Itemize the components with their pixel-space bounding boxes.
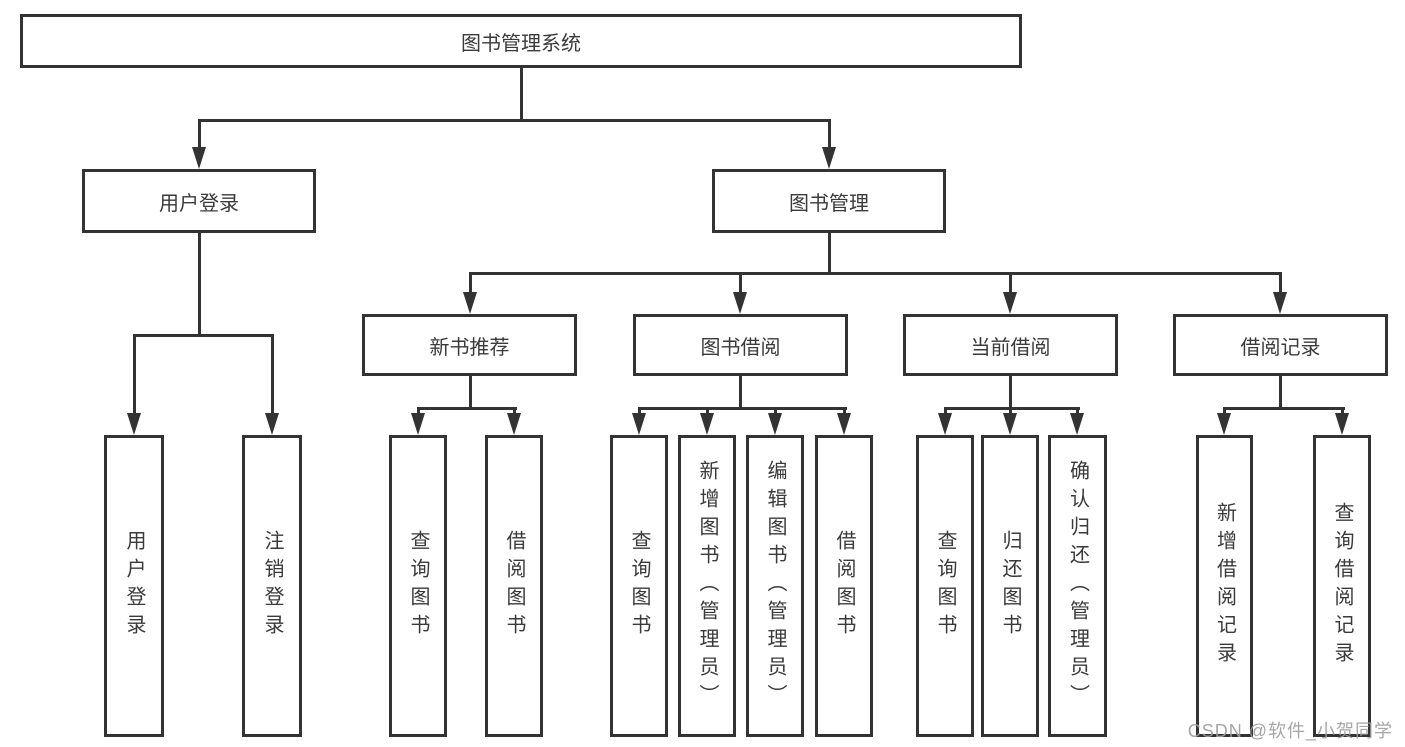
connector-hline: [944, 407, 1080, 410]
leaf-query-book-recommend: 查询图书: [389, 435, 447, 737]
leaf-user-login: 用户登录: [104, 435, 164, 737]
node-current-borrow-label: 当前借阅: [970, 336, 1051, 359]
connector-hline: [638, 407, 847, 410]
watermark: CSDN @软件_小贺同学: [1187, 721, 1393, 741]
leaf-borrow-book-recommend-label: 借阅图书: [503, 530, 525, 642]
connector-vline: [417, 407, 420, 417]
node-user-login-label: 用户登录: [159, 192, 239, 215]
arrow-down: [1003, 413, 1017, 435]
connector-vline: [198, 119, 201, 149]
node-current-borrow: 当前借阅: [903, 314, 1118, 376]
connector-vline: [828, 231, 831, 275]
connector-vline: [1009, 272, 1012, 296]
node-root: 图书管理系统: [20, 14, 1022, 68]
node-borrow-record: 借阅记录: [1173, 314, 1388, 376]
connector-vline: [739, 272, 742, 296]
connector-vline: [706, 407, 709, 417]
node-book-borrow-label: 图书借阅: [700, 336, 781, 359]
node-new-book-recommend: 新书推荐: [362, 314, 577, 376]
connector-vline: [520, 66, 523, 122]
connector-vline: [1076, 407, 1079, 417]
connector-vline: [843, 407, 846, 417]
arrow-down: [733, 292, 747, 314]
arrow-down: [1335, 413, 1349, 435]
leaf-query-book-recommend-label: 查询图书: [407, 530, 429, 642]
connector-vline: [739, 374, 742, 410]
arrow-down: [192, 147, 206, 169]
leaf-add-borrow-record: 新增借阅记录: [1196, 435, 1253, 737]
connector-vline: [774, 407, 777, 417]
connector-vline: [638, 407, 641, 417]
leaf-query-borrow-record: 查询借阅记录: [1313, 435, 1371, 737]
leaf-query-book-current: 查询图书: [916, 435, 974, 737]
leaf-query-book-borrow-label: 查询图书: [628, 530, 650, 642]
leaf-logout-label: 注销登录: [261, 530, 283, 642]
arrow-down: [632, 413, 646, 435]
connector-vline: [1279, 272, 1282, 296]
leaf-logout: 注销登录: [242, 435, 302, 737]
leaf-add-book-admin-label: 新增图书（管理员）: [696, 460, 718, 712]
leaf-add-book-admin: 新增图书（管理员）: [678, 435, 736, 737]
connector-hline: [133, 334, 274, 337]
connector-hline: [417, 407, 517, 410]
connector-vline: [944, 407, 947, 417]
connector-vline: [1279, 374, 1282, 410]
connector-vline: [1341, 407, 1344, 417]
node-root-label: 图书管理系统: [461, 32, 581, 55]
leaf-borrow-book: 借阅图书: [815, 435, 873, 737]
node-borrow-record-label: 借阅记录: [1240, 336, 1321, 359]
arrow-down: [265, 413, 279, 435]
leaf-query-book-borrow: 查询图书: [610, 435, 668, 737]
arrow-down: [768, 413, 782, 435]
arrow-down: [700, 413, 714, 435]
arrow-down: [127, 413, 141, 435]
arrow-down: [411, 413, 425, 435]
leaf-add-borrow-record-label: 新增借阅记录: [1213, 502, 1236, 670]
leaf-confirm-return-admin-label: 确认归还（管理员）: [1066, 460, 1089, 712]
connector-vline: [133, 334, 136, 416]
leaf-return-book-label: 归还图书: [999, 530, 1021, 642]
leaf-edit-book-admin-label: 编辑图书（管理员）: [764, 460, 786, 712]
connector-vline: [198, 231, 201, 337]
connector-hline: [198, 119, 831, 122]
connector-vline: [271, 334, 274, 416]
arrow-down: [463, 292, 477, 314]
connector-vline: [469, 374, 472, 410]
leaf-edit-book-admin: 编辑图书（管理员）: [746, 435, 804, 737]
leaf-query-borrow-record-label: 查询借阅记录: [1331, 502, 1353, 670]
arrow-down: [837, 413, 851, 435]
connector-vline: [1009, 374, 1012, 410]
leaf-user-login-label: 用户登录: [123, 530, 145, 642]
arrow-down: [1070, 413, 1084, 435]
leaf-borrow-book-label: 借阅图书: [833, 530, 855, 642]
connector-hline: [469, 272, 1282, 275]
arrow-down: [822, 147, 836, 169]
node-new-book-recommend-label: 新书推荐: [429, 336, 510, 359]
connector-vline: [1009, 407, 1012, 417]
node-user-login: 用户登录: [82, 169, 316, 233]
leaf-return-book: 归还图书: [981, 435, 1039, 737]
connector-hline: [1223, 407, 1345, 410]
arrow-down: [1217, 413, 1231, 435]
leaf-borrow-book-recommend: 借阅图书: [485, 435, 543, 737]
leaf-query-book-current-label: 查询图书: [934, 530, 956, 642]
arrow-down: [938, 413, 952, 435]
connector-vline: [513, 407, 516, 417]
arrow-down: [1003, 292, 1017, 314]
connector-vline: [828, 119, 831, 149]
leaf-confirm-return-admin: 确认归还（管理员）: [1048, 435, 1107, 737]
connector-vline: [469, 272, 472, 296]
arrow-down: [1273, 292, 1287, 314]
connector-vline: [1223, 407, 1226, 417]
node-book-management: 图书管理: [712, 169, 946, 233]
arrow-down: [507, 413, 521, 435]
node-book-borrow: 图书借阅: [633, 314, 848, 376]
node-book-management-label: 图书管理: [789, 192, 869, 215]
